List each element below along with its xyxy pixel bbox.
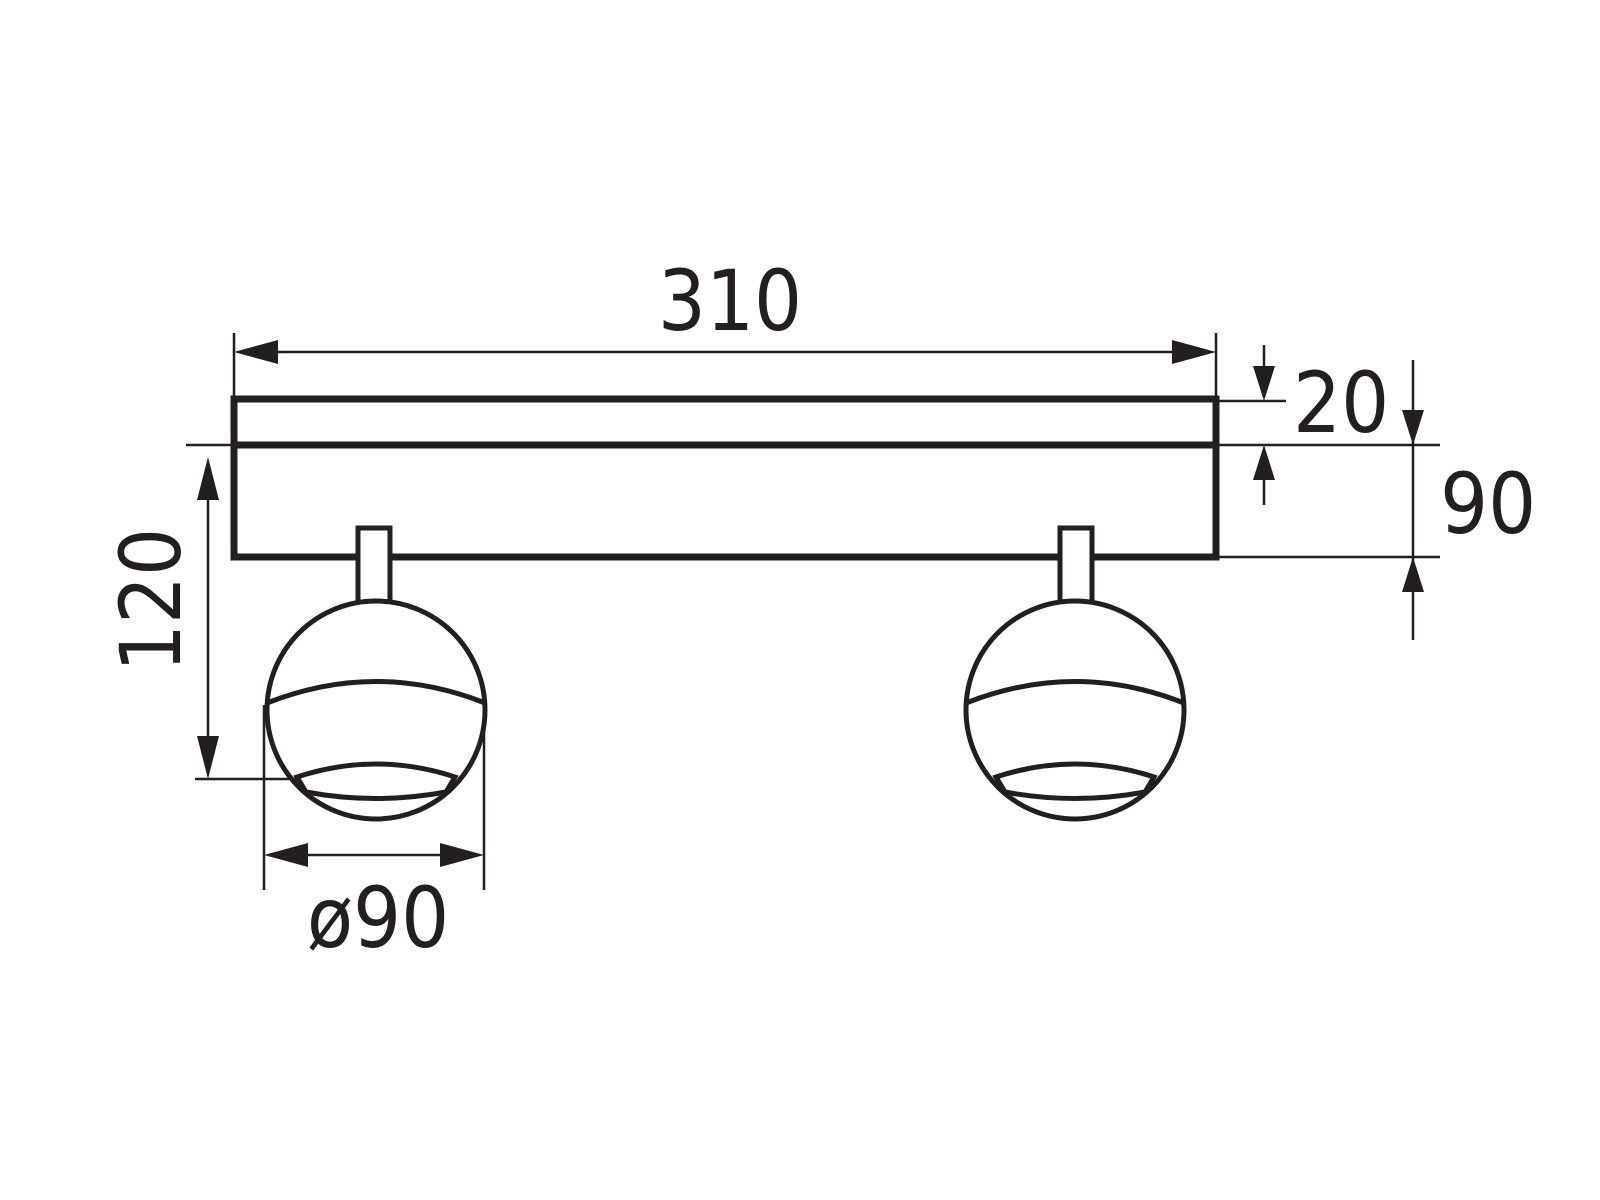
- dimension-body-height: 90: [1216, 360, 1536, 640]
- arrowhead-total-bottom: [197, 736, 219, 779]
- arrowhead-body-bottom: [1402, 557, 1424, 592]
- arrowhead-head-right: [440, 843, 484, 867]
- label-length: 310: [658, 252, 802, 350]
- spot-band-right: [965, 679, 1185, 706]
- spot-stem-right: [1057, 525, 1095, 607]
- arrowhead-right: [1172, 340, 1216, 364]
- arrowhead-total-top: [197, 457, 219, 500]
- label-body-height: 90: [1440, 455, 1536, 553]
- dimension-total-height: 120: [102, 443, 297, 781]
- spot-band-left: [266, 679, 486, 706]
- label-canopy-height: 20: [1293, 354, 1389, 452]
- spot-head-left: [264, 525, 488, 822]
- dimension-head-diameter: ø90: [262, 705, 486, 967]
- canopy-plate: [230, 395, 1220, 449]
- label-total-height: 120: [102, 528, 200, 672]
- spot-globe-right: [963, 598, 1187, 822]
- arrowhead-left: [234, 340, 278, 364]
- spot-head-right: [963, 525, 1187, 822]
- dimension-canopy-height: 20: [1216, 345, 1440, 505]
- dimension-length: 310: [232, 252, 1218, 557]
- arrowhead-canopy-bottom: [1253, 445, 1275, 480]
- label-head-diameter: ø90: [307, 869, 449, 967]
- arrowhead-body-top: [1402, 410, 1424, 445]
- arrowhead-head-left: [264, 843, 308, 867]
- spot-stem-left: [355, 525, 393, 607]
- spot-rim-left: [293, 761, 459, 801]
- spot-rim-right: [992, 761, 1158, 801]
- arrowhead-canopy-top: [1253, 366, 1275, 401]
